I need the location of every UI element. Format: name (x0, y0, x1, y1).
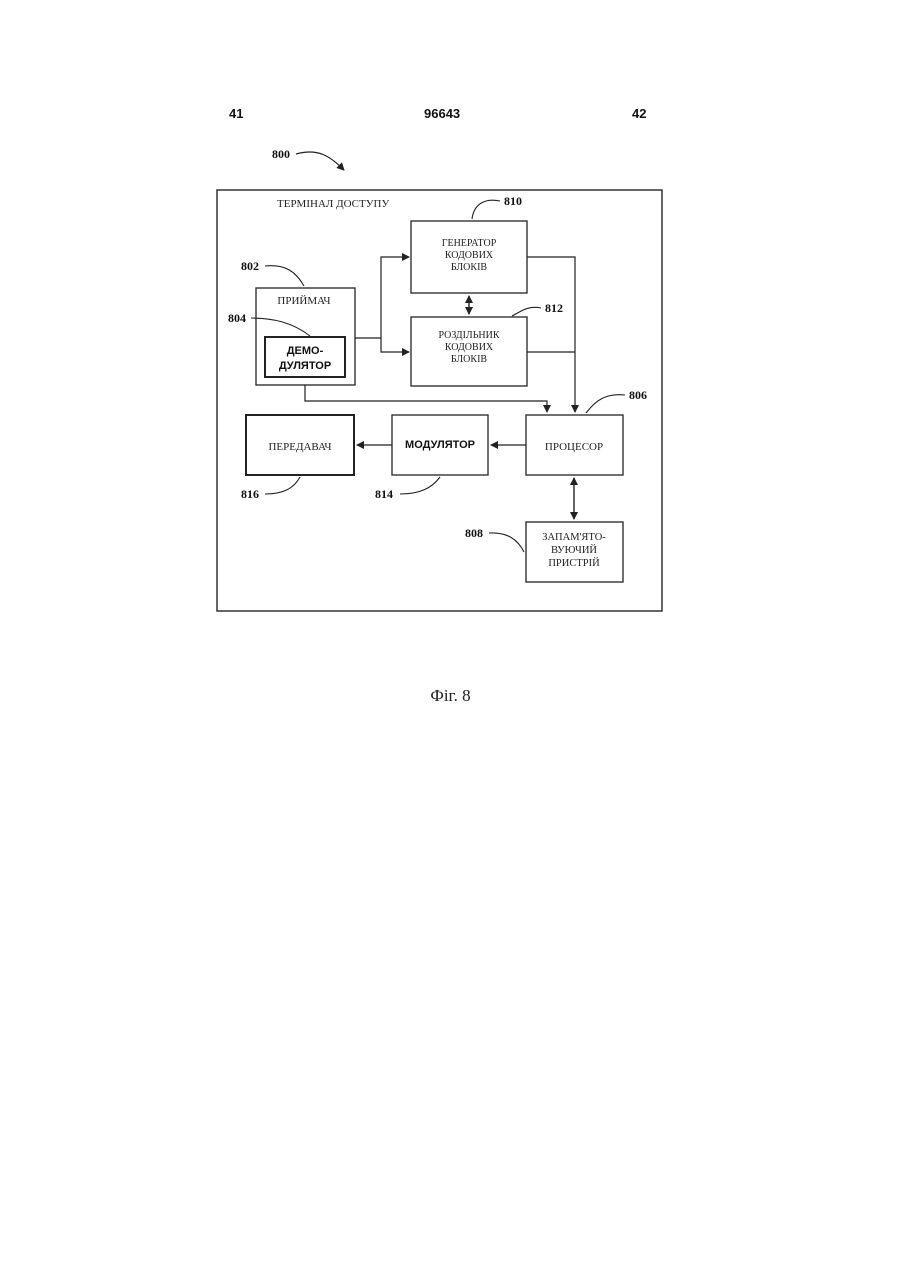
separator-line2: КОДОВИХ (445, 342, 494, 353)
ref-800: 800 (272, 147, 290, 161)
receiver-label: ПРИЙМАЧ (277, 295, 330, 307)
ref-812-leader (512, 307, 541, 316)
separator-line1: РОЗДІЛЬНИК (438, 330, 499, 341)
generator-to-processor-link (527, 257, 575, 412)
transmitter-label: ПЕРЕДАВАЧ (268, 441, 331, 453)
ref-814-leader (400, 477, 440, 494)
modulator-label: МОДУЛЯТОР (405, 439, 475, 451)
ref-812: 812 (545, 301, 563, 315)
processor-label: ПРОЦЕСОР (545, 441, 603, 453)
figure-caption: Фіг. 8 (0, 686, 901, 706)
generator-line3: БЛОКІВ (451, 262, 487, 273)
separator-line3: БЛОКІВ (451, 354, 487, 365)
generator-line1: ГЕНЕРАТОР (442, 238, 497, 249)
ref-810-leader (472, 200, 500, 219)
generator-line2: КОДОВИХ (445, 250, 494, 261)
demodulator-line2: ДУЛЯТОР (279, 360, 331, 372)
ref-804: 804 (228, 311, 246, 325)
ref-802-leader (265, 266, 304, 286)
receiver-to-generator-link (355, 257, 409, 338)
ref-808: 808 (465, 526, 483, 540)
ref-806-leader (586, 395, 625, 413)
ref-810: 810 (504, 194, 522, 208)
ref-814: 814 (375, 487, 393, 501)
memory-line2: ВУЮЧИЙ (551, 544, 597, 556)
receiver-to-processor-link (305, 385, 547, 412)
access-terminal-label: ТЕРМІНАЛ ДОСТУПУ (277, 198, 389, 210)
demodulator-line1: ДЕМО- (287, 345, 324, 357)
memory-line1: ЗАПАМ'ЯТО- (542, 532, 606, 543)
block-diagram: 800 ТЕРМІНАЛ ДОСТУПУ ГЕНЕРАТОР КОДОВИХ Б… (0, 0, 901, 680)
ref-806: 806 (629, 388, 647, 402)
ref-804-leader (251, 318, 310, 336)
memory-line3: ПРИСТРІЙ (548, 557, 600, 569)
ref-800-arrow (296, 152, 344, 170)
ref-816: 816 (241, 487, 259, 501)
ref-816-leader (265, 477, 300, 494)
ref-808-leader (489, 533, 524, 552)
receiver-to-separator-link (381, 338, 409, 352)
ref-802: 802 (241, 259, 259, 273)
